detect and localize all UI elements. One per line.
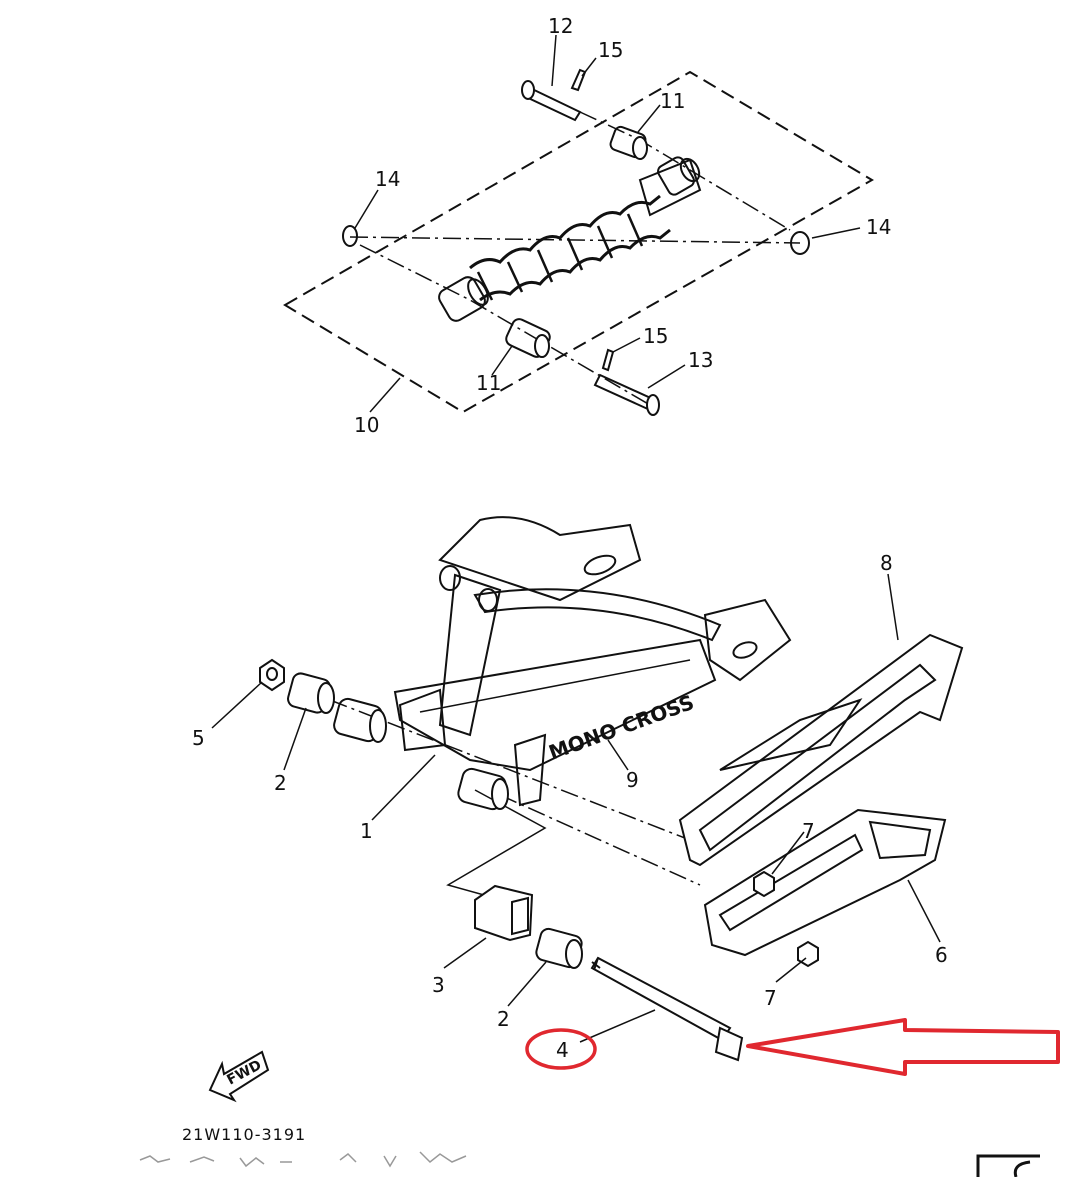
scan-noise bbox=[139, 1151, 467, 1168]
label-4: 4 bbox=[556, 1038, 569, 1062]
pivot-boss bbox=[398, 688, 447, 752]
label-11-lower: 11 bbox=[476, 371, 501, 395]
label-5: 5 bbox=[192, 726, 205, 750]
bushing-11-upper bbox=[609, 125, 648, 160]
part-labels: 12 15 11 14 14 15 13 11 10 8 5 2 9 1 7 6… bbox=[192, 14, 948, 1062]
washer-14-right bbox=[790, 231, 810, 255]
swingarm-strut bbox=[438, 573, 502, 737]
bolt-centerline-lower bbox=[359, 244, 651, 406]
cotter-pin-15-upper bbox=[570, 68, 587, 92]
axle-plate bbox=[703, 598, 792, 682]
label-11-upper: 11 bbox=[660, 89, 685, 113]
label-7-upper: 7 bbox=[802, 819, 815, 843]
swingarm-assembly: MONO CROSS bbox=[211, 516, 964, 1062]
label-10: 10 bbox=[354, 413, 379, 437]
corner-mark bbox=[976, 1154, 1040, 1178]
label-14-right: 14 bbox=[866, 215, 891, 239]
swingarm-body bbox=[393, 638, 717, 772]
label-15-upper: 15 bbox=[598, 38, 623, 62]
shock-centerline bbox=[349, 236, 801, 244]
label-1: 1 bbox=[360, 819, 373, 843]
shock-upper-eye bbox=[657, 156, 701, 196]
fwd-arrow: FWD bbox=[208, 1050, 270, 1103]
bushing-11-lower bbox=[505, 318, 551, 358]
highlight-circle-part-4 bbox=[525, 1028, 597, 1070]
nut-5 bbox=[259, 658, 285, 692]
bolt-7-upper bbox=[753, 870, 775, 898]
label-14-left: 14 bbox=[375, 167, 400, 191]
label-2-upper: 2 bbox=[274, 771, 287, 795]
bushing-2-lower bbox=[535, 927, 583, 969]
label-9: 9 bbox=[626, 768, 639, 792]
shock-leaders bbox=[354, 34, 861, 413]
bolt-12 bbox=[521, 80, 582, 122]
chain-guide-lug bbox=[513, 733, 547, 807]
swingarm-upper-tube bbox=[473, 588, 722, 642]
washer-14-left bbox=[342, 225, 358, 247]
bushing-2-upper bbox=[287, 672, 335, 714]
shock-mount-bracket bbox=[438, 516, 642, 602]
arm-lettering: MONO CROSS bbox=[546, 690, 698, 765]
shock-lower-eye bbox=[438, 276, 489, 322]
swingarm-centerline bbox=[329, 699, 701, 886]
label-6: 6 bbox=[935, 943, 948, 967]
bushing-pivot-left bbox=[333, 697, 387, 743]
label-3: 3 bbox=[432, 973, 445, 997]
collar-3 bbox=[474, 884, 534, 942]
shock-assembly bbox=[283, 34, 874, 416]
label-13: 13 bbox=[688, 348, 713, 372]
drawing-code: 21W110-3191 bbox=[182, 1125, 306, 1144]
bolt-13 bbox=[593, 373, 660, 416]
label-8: 8 bbox=[880, 551, 893, 575]
label-15-lower: 15 bbox=[643, 324, 668, 348]
highlight-arrow bbox=[746, 1018, 1060, 1076]
label-2-lower: 2 bbox=[497, 1007, 510, 1031]
label-7-lower: 7 bbox=[764, 986, 777, 1010]
bushing-pivot-right bbox=[457, 767, 509, 811]
chain-guide-6 bbox=[703, 808, 947, 957]
shock-assembly-frame bbox=[283, 70, 874, 414]
chain-guard-8 bbox=[678, 633, 964, 867]
shock-damper bbox=[638, 158, 702, 217]
label-12: 12 bbox=[548, 14, 573, 38]
cotter-pin-15-lower bbox=[601, 348, 615, 372]
swingarm-leaders bbox=[211, 573, 941, 1043]
pivot-bolt-4 bbox=[590, 956, 744, 1062]
shock-spring bbox=[469, 194, 671, 302]
